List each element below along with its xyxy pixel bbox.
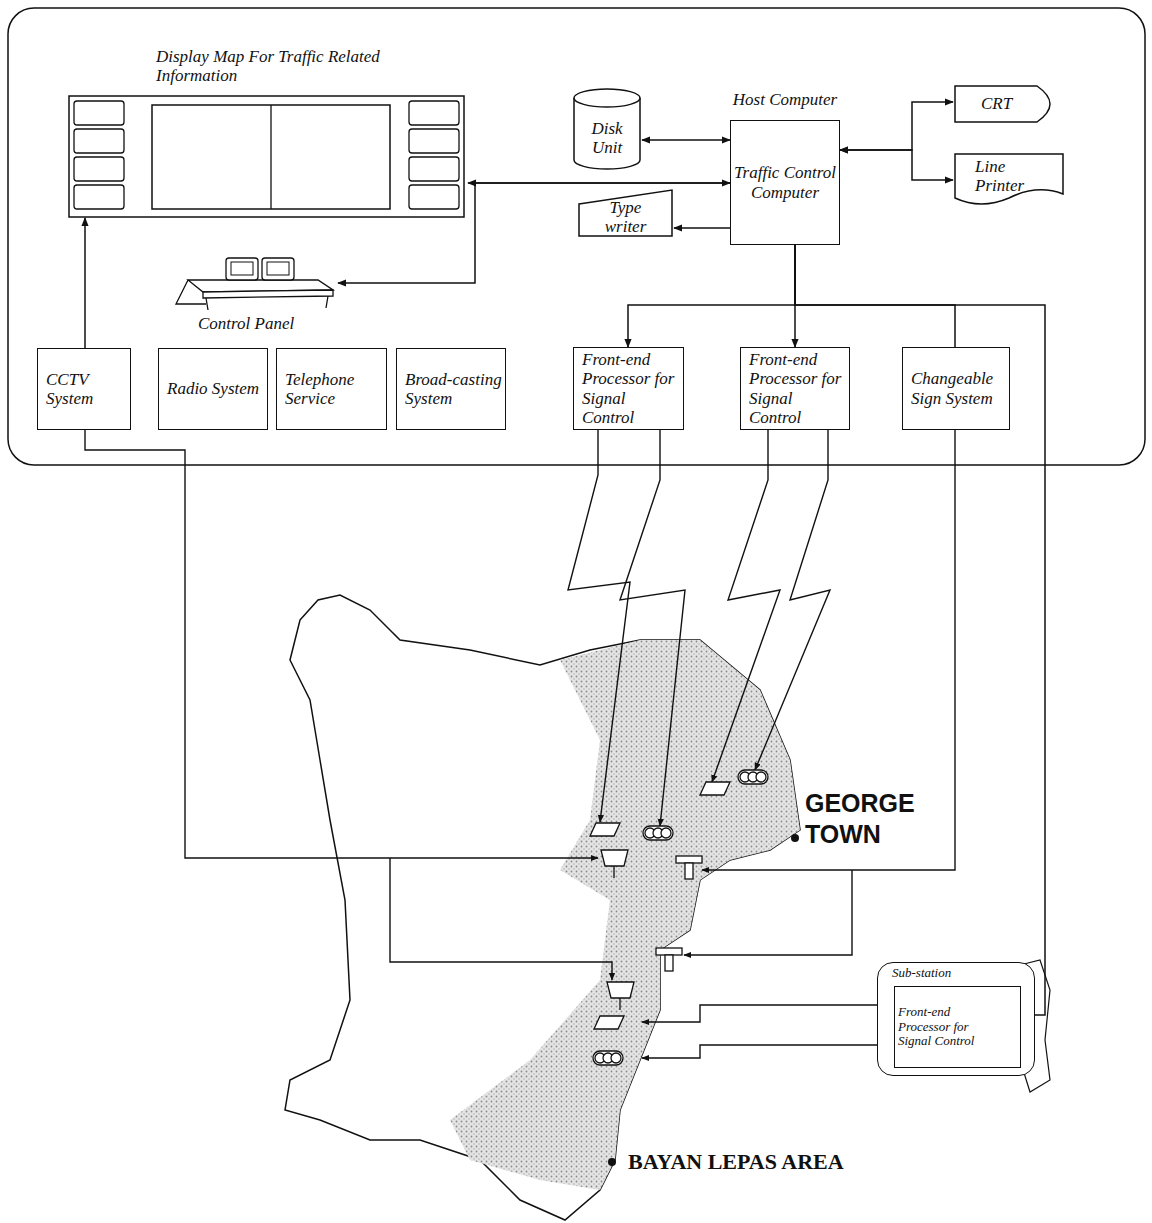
system-box: Changeable Sign System: [902, 347, 1010, 430]
processor-box: Front-end Processor for Signal Control: [894, 986, 1021, 1068]
line-printer: Line Printer: [953, 152, 1065, 208]
system-label: Telephone Service: [285, 370, 383, 408]
substation-title: Sub-station: [892, 966, 951, 981]
sub-station: Sub-stationFront-end Processor for Signa…: [877, 962, 1035, 1076]
computer-box: Traffic Control Computer: [730, 120, 840, 245]
system-label: Broad-casting System: [405, 370, 502, 408]
island-outline: [285, 595, 800, 1220]
place-label: GEORGE TOWN: [805, 788, 925, 850]
computer-label: Traffic Control Computer: [734, 163, 836, 201]
typewriter-label: Type writer: [598, 198, 653, 236]
map-symbols: [590, 770, 768, 1065]
connector: [674, 227, 730, 229]
control-centre-outline: [8, 8, 1145, 465]
panel-label: Control Panel: [198, 314, 294, 333]
connector: [795, 245, 955, 347]
host-title: Host Computer: [715, 90, 855, 109]
display-map: Display Map For Traffic Related Informat…: [68, 45, 468, 220]
system-label: Changeable Sign System: [911, 369, 1006, 407]
processor-label: Front-end Processor for Signal Control: [898, 1005, 988, 1049]
control-panel: Control Panel: [168, 252, 338, 340]
town-dot: [608, 1158, 616, 1166]
connector: [84, 218, 86, 348]
system-label: Radio System: [167, 379, 259, 398]
wires: [85, 430, 955, 1058]
system-label: Front-end Processor for Signal Control: [582, 350, 680, 426]
printer-label: Line Printer: [975, 157, 1045, 195]
system-box: Front-end Processor for Signal Control: [740, 347, 850, 430]
connector: [840, 150, 953, 180]
crt-label: CRT: [981, 94, 1012, 113]
connector: [642, 139, 730, 141]
system-label: CCTV System: [46, 370, 127, 408]
display-board: [68, 95, 468, 218]
desk-drawing: [168, 252, 338, 312]
system-box: Broad-casting System: [396, 348, 506, 430]
crt-display: CRT: [953, 84, 1065, 124]
system-box: Front-end Processor for Signal Control: [573, 347, 684, 430]
town-dot: [791, 834, 799, 842]
system-box: Telephone Service: [276, 348, 387, 430]
typewriter: Type writer: [577, 188, 674, 238]
system-box: Radio System: [158, 348, 268, 430]
system-label: Front-end Processor for Signal Control: [749, 350, 846, 426]
place-label: BAYAN LEPAS AREA: [628, 1148, 948, 1176]
system-box: CCTV System: [37, 348, 131, 430]
connector: [628, 245, 795, 347]
urban-area: [450, 640, 800, 1190]
disk-unit: Disk Unit: [572, 86, 642, 170]
disk-label: Disk Unit: [582, 119, 632, 157]
host-computer: Host ComputerTraffic Control Computer: [715, 90, 855, 247]
connector: [840, 102, 953, 150]
display-screens: [68, 95, 466, 218]
display-title: Display Map For Traffic Related Informat…: [156, 47, 406, 85]
